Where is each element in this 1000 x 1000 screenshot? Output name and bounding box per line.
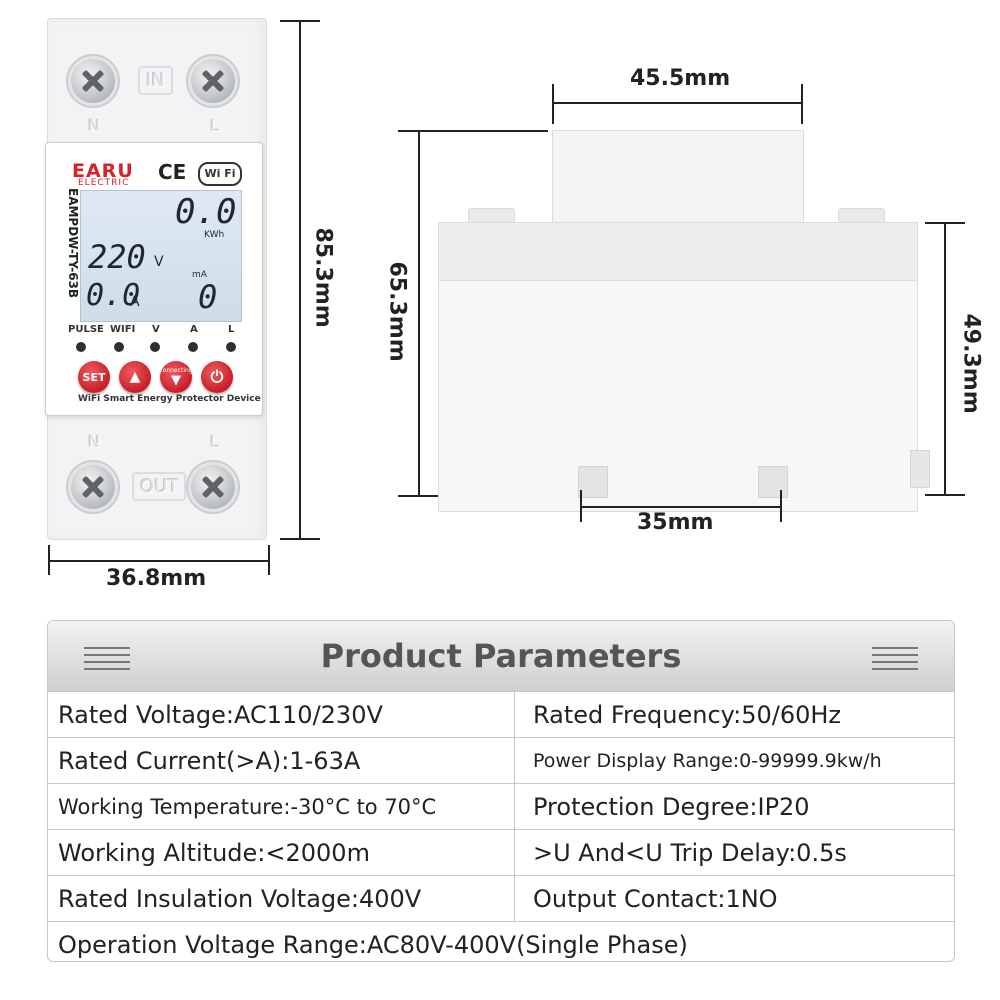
- terminal-screw-bottom-l: [188, 462, 238, 512]
- lcd-voltage-unit: V: [154, 254, 164, 270]
- dim-front-width-line: [48, 560, 270, 562]
- table-row: Operation Voltage Range:AC80V-400V(Singl…: [48, 921, 954, 961]
- dim-side-top-right-tick: [801, 84, 803, 124]
- parameters-header: Product Parameters: [48, 621, 954, 691]
- header-lines-right: [872, 647, 918, 675]
- brand-logo: EARU: [72, 160, 134, 182]
- side-rail-clip-right: [758, 466, 788, 498]
- model-number: EAMPDW-TY-63B: [66, 188, 80, 299]
- indicator-led-wifi: [114, 342, 124, 352]
- dim-side-height-bottom-tick: [398, 495, 438, 497]
- param-rated-current: Rated Current(>A):1-63A: [48, 738, 515, 783]
- terminal-screw-top-n: [68, 56, 118, 106]
- param-rated-frequency: Rated Frequency:50/60Hz: [533, 700, 842, 729]
- indicator-label-a: A: [190, 324, 198, 335]
- side-rail-clip-left: [578, 466, 608, 498]
- connecting-label: connecting: [159, 367, 193, 374]
- param-rated-insulation-voltage: Rated Insulation Voltage:400V: [48, 876, 515, 921]
- lcd-leak-unit: mA: [192, 270, 207, 280]
- parameters-table: Product Parameters Rated Voltage:AC110/2…: [47, 620, 955, 962]
- side-view-top: [552, 130, 804, 224]
- side-view-body: [438, 280, 918, 512]
- device-footer-label: WiFi Smart Energy Protector Device: [78, 394, 261, 404]
- terminal-label-in: IN: [138, 66, 173, 95]
- terminal-label-top-n: N: [88, 116, 100, 135]
- param-trip-delay: >U And<U Trip Delay:0.5s: [533, 838, 847, 867]
- param-protection-degree: Protection Degree:IP20: [533, 792, 810, 821]
- dim-front-width-label: 36.8mm: [106, 566, 207, 591]
- dim-side-height-top-tick: [398, 130, 548, 132]
- indicator-label-wifi: WIFI: [110, 324, 136, 335]
- indicator-led-l: [226, 342, 236, 352]
- indicator-label-v: V: [152, 324, 160, 335]
- lcd-display: [80, 190, 242, 322]
- dim-rail-line: [580, 506, 782, 508]
- header-lines-left: [84, 647, 130, 675]
- lcd-energy-unit: KWh: [204, 230, 225, 240]
- dim-side-top-label: 45.5mm: [630, 66, 731, 91]
- terminal-label-top-l: L: [210, 116, 219, 135]
- arrow-up-icon: ▲: [129, 369, 141, 385]
- dim-side-top-left-tick: [552, 84, 554, 124]
- parameters-title: Product Parameters: [320, 637, 682, 675]
- power-button[interactable]: ⏻: [201, 361, 233, 393]
- arrow-down-icon: ▼: [171, 373, 181, 388]
- lcd-leak-value: 0: [198, 278, 218, 316]
- lcd-energy-value: 0.0: [175, 192, 237, 232]
- lcd-current-unit: A: [130, 294, 140, 310]
- up-button[interactable]: ▲: [119, 361, 151, 393]
- terminal-label-out: OUT: [132, 472, 187, 501]
- power-icon: ⏻: [210, 367, 224, 386]
- dim-rail-label: 35mm: [637, 510, 714, 535]
- dim-side-right-label: 49.3mm: [958, 313, 984, 414]
- indicator-label-l: L: [228, 324, 235, 335]
- indicator-led-v: [150, 342, 160, 352]
- param-working-temperature: Working Temperature:-30°C to 70°C: [48, 784, 515, 829]
- table-row: Rated Insulation Voltage:400V Output Con…: [48, 875, 954, 921]
- wifi-badge: Wi Fi: [198, 162, 242, 186]
- down-button[interactable]: connecting ▼: [159, 361, 193, 393]
- terminal-label-bottom-l: L: [210, 432, 219, 451]
- dim-side-height-label: 65.3mm: [384, 261, 410, 362]
- ce-mark: CE: [158, 160, 187, 184]
- terminal-screw-bottom-n: [68, 462, 118, 512]
- side-latch: [910, 450, 930, 488]
- table-row: Rated Current(>A):1-63A Power Display Ra…: [48, 737, 954, 783]
- table-row: Working Altitude:<2000m >U And<U Trip De…: [48, 829, 954, 875]
- indicator-led-a: [188, 342, 198, 352]
- lcd-current-value: 0.0: [86, 278, 141, 313]
- param-power-display-range: Power Display Range:0-99999.9kw/h: [533, 749, 882, 772]
- lcd-voltage-value: 220: [88, 238, 146, 276]
- param-output-contact: Output Contact:1NO: [533, 884, 778, 913]
- brand-sub: ELECTRIC: [78, 178, 130, 188]
- side-view-mid: [438, 222, 918, 282]
- terminal-label-bottom-n: N: [88, 432, 100, 451]
- param-working-altitude: Working Altitude:<2000m: [48, 830, 515, 875]
- dim-side-height-line: [418, 130, 420, 496]
- set-button[interactable]: SET: [78, 361, 110, 393]
- dim-front-height-label: 85.3mm: [310, 227, 336, 328]
- dim-front-height-line: [299, 20, 301, 540]
- terminal-screw-top-l: [188, 56, 238, 106]
- param-operation-voltage-range: Operation Voltage Range:AC80V-400V(Singl…: [58, 930, 688, 959]
- table-row: Rated Voltage:AC110/230V Rated Frequency…: [48, 691, 954, 737]
- indicator-led-pulse: [76, 342, 86, 352]
- dim-side-right-line: [944, 222, 946, 496]
- param-rated-voltage: Rated Voltage:AC110/230V: [48, 692, 515, 737]
- indicator-label-pulse: PULSE: [68, 324, 104, 335]
- dim-side-top-line: [552, 102, 803, 104]
- table-row: Working Temperature:-30°C to 70°C Protec…: [48, 783, 954, 829]
